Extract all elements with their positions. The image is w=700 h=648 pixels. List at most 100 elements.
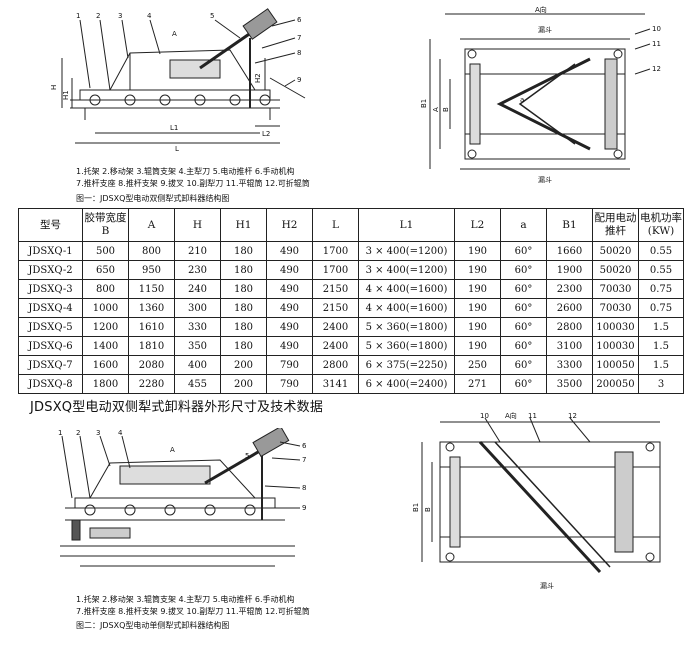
- cell-h1: 180: [220, 336, 267, 356]
- cell-h2: 490: [266, 260, 313, 280]
- cell-h2: 790: [266, 374, 313, 394]
- header-model: 型号: [18, 208, 83, 242]
- figure2-caption: 图二：JDSXQ型电动单侧犁式卸料器结构图: [76, 621, 230, 630]
- svg-text:L2: L2: [262, 130, 270, 138]
- cell-model: JDSXQ-6: [18, 336, 83, 356]
- figure2-legend: 1.托架 2.移动架 3.辊筒支架 4.主犁刀 5.电动推杆 6.手动机构 7.…: [76, 594, 310, 618]
- cell-l: 2150: [312, 298, 359, 318]
- cell-h1: 180: [220, 298, 267, 318]
- svg-text:A: A: [170, 446, 175, 454]
- cell-motor-power: 1.5: [638, 317, 684, 337]
- cell-h1: 180: [220, 317, 267, 337]
- figure1-legend-line2: 7.推杆支座 8.推杆支架 9.拔叉 10.副犁刀 11.平辊筒 12.可折辊筒: [76, 179, 310, 188]
- cell-l2: 190: [454, 336, 501, 356]
- figure1-legend-line1: 1.托架 2.移动架 3.辊筒支架 4.主犁刀 5.电动推杆 6.手动机构: [76, 167, 295, 176]
- figure1-legend: 1.托架 2.移动架 3.辊筒支架 4.主犁刀 5.电动推杆 6.手动机构 7.…: [76, 166, 310, 190]
- cell-belt-width: 800: [82, 279, 129, 299]
- cell-h1: 200: [220, 355, 267, 375]
- svg-text:a: a: [520, 96, 524, 104]
- figure1-plan-hopper-top: 漏斗: [538, 25, 552, 34]
- cell-l: 3141: [312, 374, 359, 394]
- cell-motor-power: 0.75: [638, 279, 684, 299]
- cell-model: JDSXQ-4: [18, 298, 83, 318]
- cell-h: 350: [174, 336, 221, 356]
- figure2-legend-line1: 1.托架 2.移动架 3.辊筒支架 4.主犁刀 5.电动推杆 6.手动机构: [76, 595, 295, 604]
- svg-text:12: 12: [568, 412, 577, 420]
- cell-angle: 60°: [500, 374, 547, 394]
- svg-text:H: H: [50, 85, 58, 90]
- cell-angle: 60°: [500, 241, 547, 261]
- cell-h: 230: [174, 260, 221, 280]
- cell-h2: 490: [266, 298, 313, 318]
- spec-table-header: 型号 胶带宽度 B A H H1 H2 L L1 L2 a B1 配用电动推杆 …: [18, 208, 684, 242]
- svg-text:6: 6: [297, 16, 302, 24]
- cell-model: JDSXQ-8: [18, 374, 83, 394]
- svg-text:L1: L1: [170, 124, 178, 132]
- svg-text:A: A: [172, 30, 177, 38]
- svg-text:4: 4: [118, 429, 123, 437]
- header-l: L: [312, 208, 359, 242]
- cell-push-rod: 200050: [592, 374, 639, 394]
- cell-b1: 1660: [546, 241, 593, 261]
- cell-model: JDSXQ-5: [18, 317, 83, 337]
- cell-b1: 3500: [546, 374, 593, 394]
- cell-l2: 250: [454, 355, 501, 375]
- cell-push-rod: 70030: [592, 279, 639, 299]
- cell-l: 2800: [312, 355, 359, 375]
- svg-text:11: 11: [652, 40, 661, 48]
- cell-l: 1700: [312, 260, 359, 280]
- cell-model: JDSXQ-1: [18, 241, 83, 261]
- svg-text:1: 1: [76, 12, 80, 20]
- svg-text:5: 5: [245, 452, 249, 460]
- svg-text:9: 9: [297, 76, 301, 84]
- svg-text:B: B: [442, 107, 450, 112]
- cell-l: 2400: [312, 336, 359, 356]
- cell-l: 1700: [312, 241, 359, 261]
- figure2-plan-top-label: A向: [505, 412, 517, 420]
- cell-b1: 3100: [546, 336, 593, 356]
- cell-motor-power: 1.5: [638, 336, 684, 356]
- cell-a: 950: [128, 260, 175, 280]
- cell-motor-power: 0.75: [638, 298, 684, 318]
- cell-l1: 4 × 400(=1600): [358, 279, 455, 299]
- svg-text:6: 6: [302, 442, 307, 450]
- cell-a: 1360: [128, 298, 175, 318]
- cell-l2: 190: [454, 317, 501, 337]
- cell-b1: 1900: [546, 260, 593, 280]
- svg-text:B1: B1: [412, 503, 420, 512]
- cell-b1: 3300: [546, 355, 593, 375]
- cell-push-rod: 50020: [592, 241, 639, 261]
- svg-text:A: A: [432, 107, 440, 112]
- cell-a: 2080: [128, 355, 175, 375]
- svg-text:H1: H1: [62, 90, 70, 100]
- cell-model: JDSXQ-2: [18, 260, 83, 280]
- svg-text:12: 12: [652, 65, 661, 73]
- cell-h: 330: [174, 317, 221, 337]
- cell-h: 210: [174, 241, 221, 261]
- figure2-plan-hopper-bottom: 漏斗: [540, 581, 554, 590]
- cell-push-rod: 100030: [592, 336, 639, 356]
- svg-text:1: 1: [58, 429, 62, 437]
- cell-b1: 2600: [546, 298, 593, 318]
- figure1-plan-hopper-bottom: 漏斗: [538, 175, 552, 184]
- cell-h: 300: [174, 298, 221, 318]
- cell-push-rod: 100030: [592, 317, 639, 337]
- spec-table: 型号 胶带宽度 B A H H1 H2 L L1 L2 a B1 配用电动推杆 …: [18, 208, 684, 394]
- cell-belt-width: 500: [82, 241, 129, 261]
- header-belt-width: 胶带宽度 B: [82, 208, 129, 242]
- svg-text:2: 2: [76, 429, 80, 437]
- cell-h2: 490: [266, 241, 313, 261]
- cell-h: 400: [174, 355, 221, 375]
- cell-belt-width: 1800: [82, 374, 129, 394]
- cell-l2: 271: [454, 374, 501, 394]
- svg-text:11: 11: [528, 412, 537, 420]
- svg-text:4: 4: [147, 12, 152, 20]
